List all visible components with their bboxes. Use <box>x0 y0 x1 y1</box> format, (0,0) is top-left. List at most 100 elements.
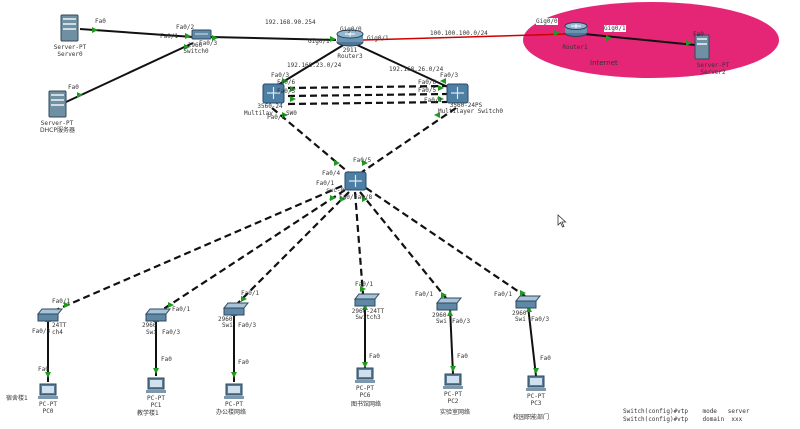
port-label: Fa0/1 <box>267 114 286 121</box>
port-label: Fa0/1 <box>316 180 335 187</box>
pc2-model-label: PC-PT <box>224 401 244 408</box>
link-router3-mlsw-right <box>354 43 451 89</box>
network-label-lab: 实验室网络 <box>440 409 471 416</box>
trunk-core-acc1 <box>161 189 346 311</box>
access-switch-0-model: 24TT <box>52 322 67 329</box>
core-switch-icon[interactable] <box>344 171 367 191</box>
pc0-name-label: PC0 <box>42 408 54 415</box>
port-label: Fa0/5 <box>277 88 296 95</box>
port-label: Fa0/1 <box>415 291 434 298</box>
server0-icon[interactable] <box>60 14 79 42</box>
access-switch-0-name: ch4 <box>52 329 63 336</box>
dhcp-server-icon[interactable] <box>48 90 67 118</box>
access-switch-1-name: Swi <box>146 329 157 336</box>
server0-model-label: Server-PT <box>53 44 87 51</box>
link-router3-router1 <box>362 33 568 41</box>
port-label: Fa0 <box>38 366 49 373</box>
port-label: Fa0 <box>369 353 380 360</box>
trunk-ml-bottom <box>287 100 448 106</box>
server2-model-label: Server-PT <box>696 62 730 69</box>
router3-name-label: Router3 <box>337 53 363 60</box>
pc3-icon[interactable] <box>526 375 546 391</box>
dhcp-model-label: Server-PT <box>40 120 74 127</box>
network-label-library: 图书馆网络 <box>351 401 382 408</box>
port-label: Fa0/1 <box>241 290 260 297</box>
server2-icon[interactable] <box>694 34 710 60</box>
pc6-model-label: PC-PT <box>355 385 375 392</box>
port-label: Gig0/1 <box>308 38 330 45</box>
mlsw-right-model-label: 3560-24PS <box>449 102 483 109</box>
port-label: Fa0/1 <box>52 298 71 305</box>
pc6-icon[interactable] <box>355 367 375 383</box>
pc1-icon[interactable] <box>146 377 166 393</box>
network-label-teaching: 教学楼1 <box>137 410 159 417</box>
access-switch-0-icon[interactable] <box>36 308 64 322</box>
access-switch-5-icon[interactable] <box>514 295 542 309</box>
port-label: Fa0/7 <box>339 194 358 201</box>
port-label: Fa0/6 <box>418 79 437 86</box>
port-label: Fa0/2 <box>176 24 195 31</box>
access-switch-2-icon[interactable] <box>222 302 250 316</box>
network-label-admin: 校园职能部门 <box>513 414 550 421</box>
mlsw-left-name2-label: SW0 <box>286 110 297 117</box>
access-switch-4-name: Swi <box>436 318 447 325</box>
trunk-mlright-core <box>361 107 457 173</box>
network-label-dorm: 宿舍楼1 <box>6 395 28 402</box>
link-acc5-pc3 <box>527 305 537 377</box>
mlsw-right-name-label: Multilayer Switch0 <box>438 108 504 115</box>
trunk-ml-mid <box>287 92 448 98</box>
mouse-cursor-icon <box>557 214 567 228</box>
cli-line: Switch(config)#vtp domain xxx <box>623 416 743 423</box>
pc2-icon[interactable] <box>224 383 244 399</box>
net-label-gateway: 192.168.90.254 <box>265 19 316 26</box>
port-label: Fa0/3 <box>440 72 459 79</box>
port-label: Fa0/3 <box>271 72 290 79</box>
core-switch-name-label: swc-0 <box>326 187 345 194</box>
link-switch0-router3 <box>210 36 337 41</box>
port-label: Fa0 <box>68 84 79 91</box>
port-label: Gig0/0 <box>536 18 558 25</box>
pc0-icon[interactable] <box>38 383 58 399</box>
switch0-name-label: Switch0 <box>183 48 209 55</box>
trunk-ml-top <box>287 84 448 90</box>
pc-lab-icon[interactable] <box>443 373 463 389</box>
pc3-model-label: PC-PT <box>526 393 546 400</box>
access-switch-4-icon[interactable] <box>435 297 463 311</box>
pc-lab-name-label: PC2 <box>447 398 459 405</box>
router1-icon[interactable] <box>564 22 588 37</box>
router3-icon[interactable] <box>336 29 364 47</box>
pc-lab-model-label: PC-PT <box>443 391 463 398</box>
cli-output: Switch(config)#vtp mode server Switch(co… <box>623 408 749 424</box>
port-label: Fa0/3 <box>199 40 218 47</box>
port-label: Gig0/1 <box>604 25 626 32</box>
mlsw-left-name-label: Multilay <box>244 110 273 117</box>
network-label-office: 办公楼网络 <box>216 409 247 416</box>
access-switch-2-model: 2960 <box>218 316 233 323</box>
pc6-name-label: PC6 <box>359 392 371 399</box>
access-switch-3-icon[interactable] <box>353 293 381 307</box>
port-label: Fa0 <box>457 353 468 360</box>
port-label: Fa0/5 <box>418 87 437 94</box>
multilayer-switch-left-icon[interactable] <box>262 83 285 104</box>
trunk-core-acc2 <box>236 191 350 305</box>
trunk-core-acc0 <box>55 184 343 312</box>
switch0-icon[interactable] <box>191 29 212 40</box>
server0-name-label: Server0 <box>57 51 83 58</box>
access-switch-3-name: Switch3 <box>355 314 381 321</box>
link-server0-switch0 <box>79 28 194 38</box>
net-label-26: 192.168.26.0/24 <box>389 66 444 73</box>
pc1-name-label: PC1 <box>150 402 162 409</box>
multilayer-switch-right-icon[interactable] <box>446 83 469 104</box>
port-label: Fa0 <box>693 31 704 38</box>
port-label: Fa0/1 <box>172 306 191 313</box>
access-switch-1-icon[interactable] <box>144 308 172 322</box>
port-label: Fa0/1 <box>160 33 179 40</box>
port-label: Fa0/3 <box>238 322 257 329</box>
trunk-core-acc5 <box>365 187 526 297</box>
port-label: Fa0/3 <box>32 328 51 335</box>
port-label: Fa0/3 <box>452 318 471 325</box>
access-switch-3-model: 2960-24TT <box>351 308 385 315</box>
port-label: Gig0/1 <box>367 35 389 42</box>
router3-model-label: 2911 <box>342 47 358 54</box>
server2-name-label: Server2 <box>700 69 726 76</box>
